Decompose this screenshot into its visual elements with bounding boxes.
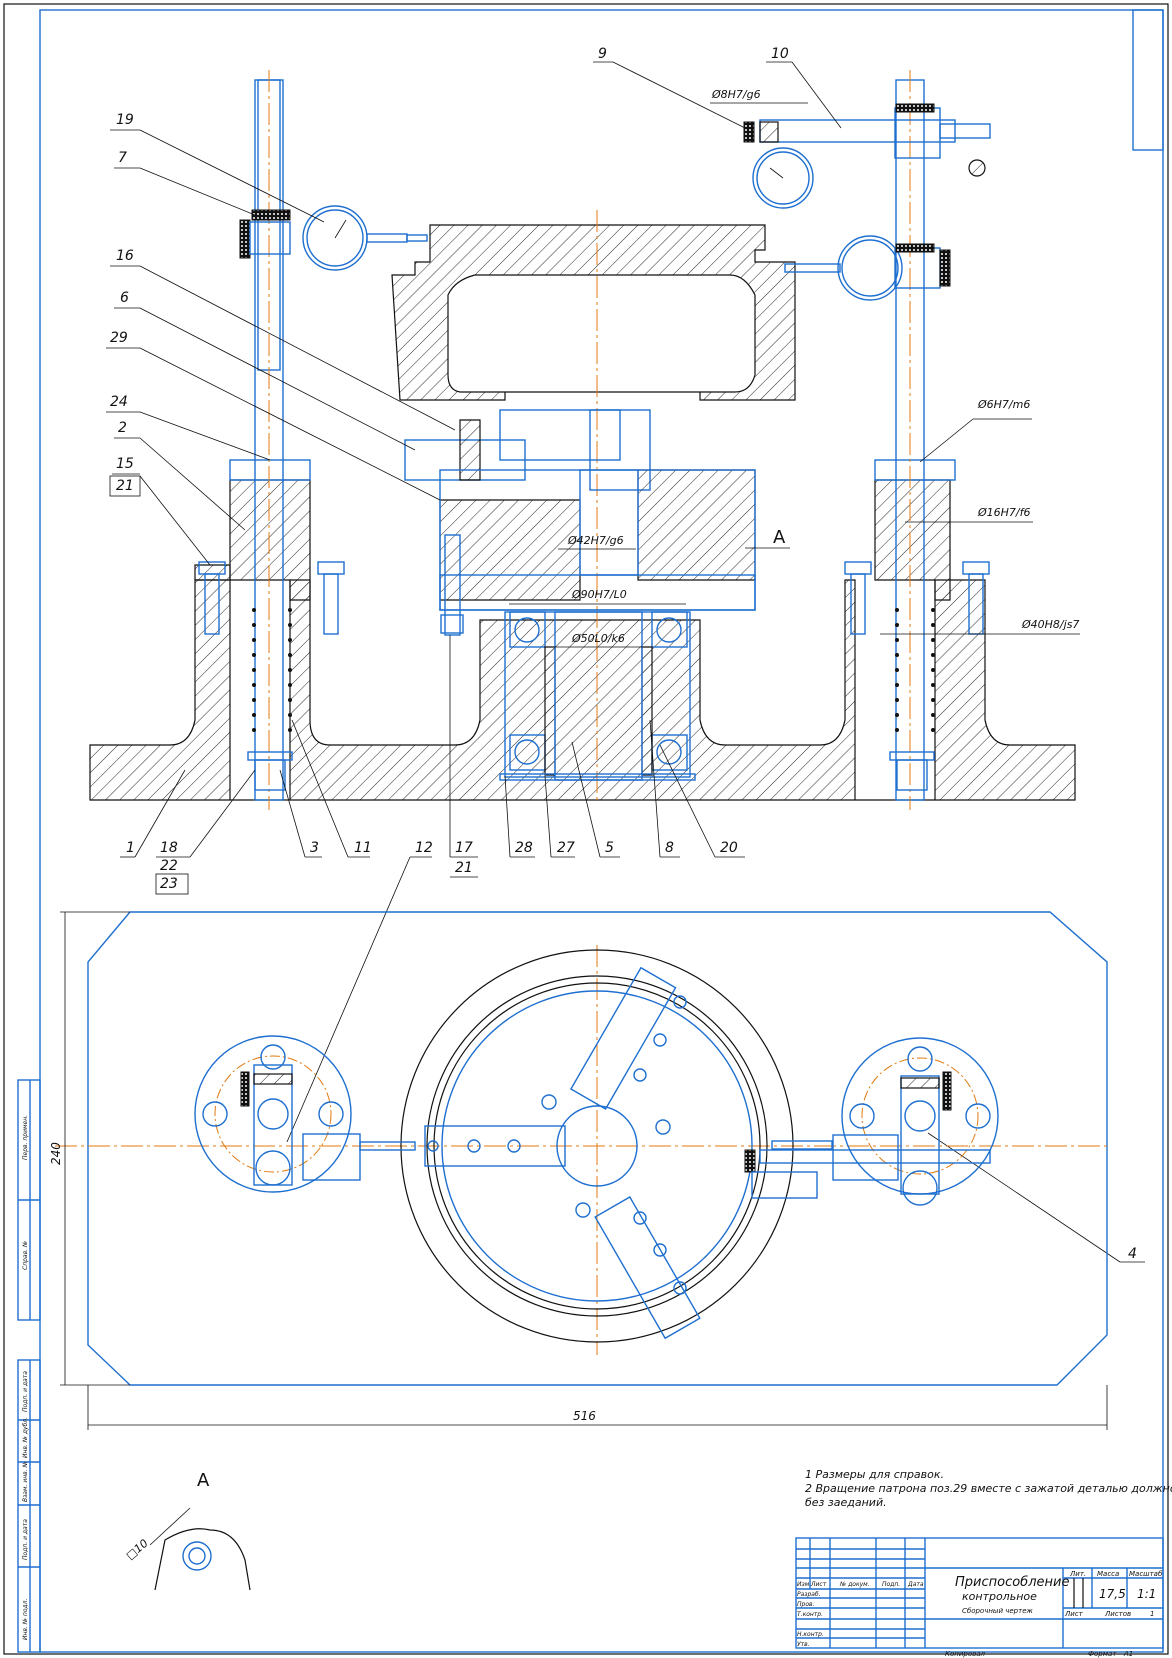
callout-11: 11 [354,840,372,856]
format-label: Формат [1088,1650,1117,1658]
fit-8: Ø8H7/g6 [711,88,761,101]
sheet-label: Лист [1064,1610,1084,1618]
copied-label: Копировал [945,1650,986,1658]
mass-label: Масса [1097,1570,1119,1578]
callout-4: 4 [1128,1246,1137,1262]
note-2: 2 Вращение патрона поз.29 вместе с зажат… [805,1482,1172,1495]
section-arrow-label: A [773,527,786,548]
left-spring [252,608,292,732]
side-stamp: Перв. примен. Справ. № Подп. и дата Инв.… [17,1079,41,1653]
tb-col-izm: Изм. [797,1581,811,1588]
tb-col-date: Дата [907,1581,924,1588]
tb-col-doc: № докум. [839,1581,870,1588]
callout-8: 8 [665,840,674,856]
stamp-ref-no: Справ. № [22,1241,29,1270]
overall-dimensions: 516 240 [49,911,1108,1430]
callouts: 19 7 16 6 29 24 2 15 21 9 10 1 18 22 23 … [106,46,1145,1263]
stamp-sign-date-2: Подп. и дата [22,1519,29,1560]
callout-27: 27 [557,840,575,856]
scale-label: Масштаб [1129,1570,1163,1578]
dimension-width: 516 [573,1409,596,1423]
stamp-orig-inv: Инв. № подл. [22,1599,29,1640]
right-spring [895,608,935,732]
tb-col-sign: Подп. [882,1581,900,1588]
callout-9: 9 [598,46,607,62]
plan-view [55,911,1110,1386]
tb-row-approved: Утв. [797,1641,810,1648]
drawing-title-line2: контрольное [962,1590,1037,1603]
callout-28: 28 [515,840,533,856]
tb-row-tcontrol: Т.контр. [797,1611,823,1618]
format-value: A1 [1123,1650,1133,1658]
square-size: □10 [124,1537,151,1563]
chuck-jaws [424,966,701,1340]
technical-notes: 1 Размеры для справок. 2 Вращение патрон… [805,1468,1172,1509]
callout-10: 10 [771,46,789,62]
fit-6: Ø6H7/m6 [977,398,1030,411]
callout-20: 20 [720,840,738,856]
tb-row-ncontrol: Н.контр. [797,1631,824,1638]
base-outline-plan [87,911,1108,1386]
view-a-title: A [197,1470,210,1491]
left-post-flange [194,1035,416,1193]
view-a-detail: A □10 [124,1470,251,1591]
tb-row-developer: Разраб. [797,1591,821,1598]
stamp-replace-inv: Взам. инв. № [22,1461,29,1502]
lit-label: Лит. [1069,1570,1086,1578]
stamp-sign-date-1: Подп. и дата [22,1371,29,1412]
fit-90: Ø90H7/L0 [571,588,627,601]
scale-value: 1:1 [1137,1587,1156,1601]
front-section-view [89,70,1076,810]
tb-row-checked: Пров. [797,1601,815,1608]
callout-16: 16 [116,248,134,264]
callout-2: 2 [118,420,127,436]
right-dial-indicator [784,235,951,301]
callout-1: 1 [126,840,135,856]
corner-tab [1132,9,1164,151]
callout-18: 18 [160,840,178,856]
chuck-body-right [637,469,756,581]
right-bushing [874,479,951,601]
callout-17: 17 [455,840,473,856]
drawing-title-line1: Приспособление [955,1575,1069,1590]
dimension-height: 240 [49,1142,63,1165]
callout-12: 12 [415,840,433,856]
note-2-cont: без заеданий. [805,1496,887,1509]
inner-frame [39,9,1164,1653]
callout-3: 3 [310,840,319,856]
callout-24: 24 [110,394,128,410]
left-bushing [229,479,311,601]
callout-6: 6 [120,290,129,306]
top-dial-indicator [743,103,991,209]
fit-annotations: Ø8H7/g6 Ø6H7/m6 Ø16H7/f6 Ø42H7/g6 Ø90H7/… [509,88,1080,648]
outer-frame [3,3,1169,1655]
callout-5: 5 [605,840,614,856]
sheets-count: 1 [1150,1610,1154,1618]
left-dial-indicator [239,205,428,271]
callout-23: 23 [160,876,178,892]
stamp-first-use: Перв. примен. [22,1115,29,1160]
title-block: Изм. Лист № докум. Подп. Дата Разраб. Пр… [795,1537,1164,1658]
callout-19: 19 [116,112,134,128]
stamp-dup-inv: Инв. № дубл. [22,1417,29,1458]
fit-40: Ø40H8/js7 [1021,618,1079,631]
mass-value: 17,5 [1099,1587,1126,1601]
right-post-flange [744,1037,999,1206]
tb-col-list: Лист [810,1581,827,1588]
callout-22: 22 [160,858,178,874]
callout-21-bottom: 21 [455,860,473,876]
callout-21-top: 21 [116,478,134,494]
callout-15: 15 [116,456,134,472]
base-body [89,579,1076,801]
drawing-subtitle: Сборочный чертеж [962,1607,1033,1615]
callout-7: 7 [118,150,127,166]
fit-42: Ø42H7/g6 [567,534,624,547]
note-1: 1 Размеры для справок. [805,1468,944,1481]
callout-29: 29 [110,330,128,346]
fit-16: Ø16H7/f6 [977,506,1031,519]
sheets-label: Листов [1104,1610,1131,1618]
fit-50: Ø50L0/k6 [571,632,625,645]
chuck-body-left [439,499,581,601]
